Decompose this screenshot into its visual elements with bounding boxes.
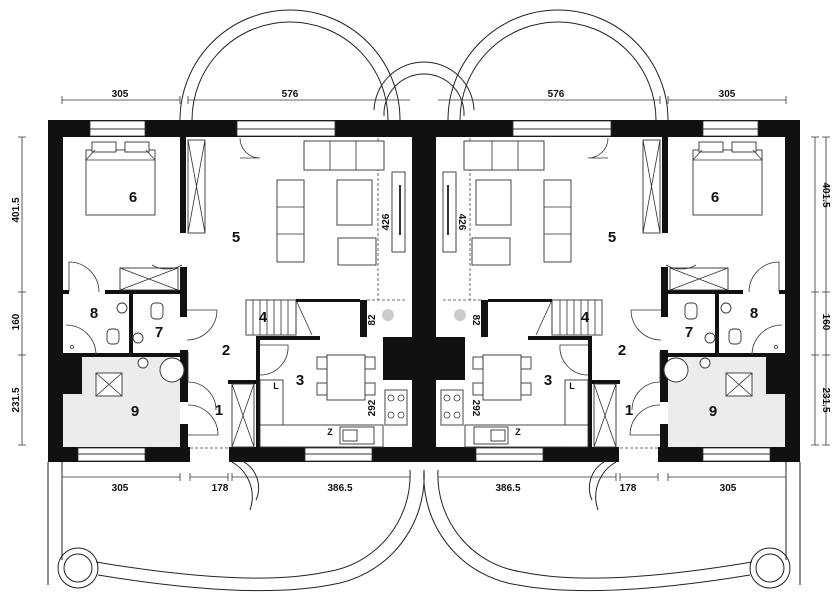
dim-living-depth: 426 bbox=[456, 214, 467, 231]
fridge-mark: L bbox=[569, 381, 575, 391]
sink-mark: Z bbox=[327, 427, 333, 437]
dim-top: 576 bbox=[548, 89, 565, 100]
fridge-mark: L bbox=[273, 381, 279, 391]
dim-bottom: 178 bbox=[212, 483, 229, 494]
right-room-labels: 1 2 3 4 5 6 7 8 9 L Z bbox=[515, 189, 758, 437]
room-6-label: 6 bbox=[129, 189, 137, 206]
room-9-label: 9 bbox=[709, 403, 717, 420]
dim-bottom: 305 bbox=[112, 483, 129, 494]
dim-stair-gap: 82 bbox=[367, 314, 378, 326]
room-5-label: 5 bbox=[232, 229, 240, 246]
dim-left: 160 bbox=[11, 313, 22, 330]
dim-right: 401.5 bbox=[820, 182, 831, 207]
room-4-label: 4 bbox=[581, 309, 590, 326]
dim-bottom: 386.5 bbox=[495, 483, 520, 494]
room-2-label: 2 bbox=[618, 342, 626, 359]
dim-living-depth: 426 bbox=[381, 213, 392, 230]
room-7-label: 7 bbox=[155, 324, 163, 341]
dim-top: 305 bbox=[112, 89, 129, 100]
room-3-label: 3 bbox=[544, 372, 552, 389]
room-9-label: 9 bbox=[131, 403, 139, 420]
room-8-label: 8 bbox=[750, 305, 758, 322]
dim-top: 576 bbox=[282, 89, 299, 100]
room-7-label: 7 bbox=[685, 324, 693, 341]
room-4-label: 4 bbox=[259, 309, 268, 326]
dim-bottom: 178 bbox=[620, 483, 637, 494]
right-unit bbox=[422, 9, 831, 592]
sink-mark: Z bbox=[515, 427, 521, 437]
left-unit bbox=[17, 9, 426, 592]
room-1-label: 1 bbox=[215, 402, 223, 419]
left-room-labels: 1 2 3 4 5 6 7 8 9 L Z bbox=[90, 189, 333, 437]
dim-left: 231.5 bbox=[11, 387, 22, 412]
right-dimension-line bbox=[811, 136, 819, 446]
dim-kitchen-depth: 292 bbox=[367, 399, 378, 416]
dim-right: 160 bbox=[820, 314, 831, 331]
room-3-label: 3 bbox=[296, 372, 304, 389]
room-5-label: 5 bbox=[608, 229, 616, 246]
room-1-label: 1 bbox=[625, 402, 633, 419]
dim-stair-gap: 82 bbox=[470, 314, 481, 326]
dimension-labels: 305 576 576 305 305 178 386.5 386.5 178 … bbox=[11, 89, 831, 494]
dim-bottom: 386.5 bbox=[327, 483, 352, 494]
room-6-label: 6 bbox=[711, 189, 719, 206]
dim-left: 401.5 bbox=[11, 197, 22, 222]
dim-kitchen-depth: 292 bbox=[470, 400, 481, 417]
dim-right: 231.5 bbox=[820, 387, 831, 412]
dim-bottom: 305 bbox=[720, 483, 737, 494]
dim-top: 305 bbox=[719, 89, 736, 100]
room-8-label: 8 bbox=[90, 305, 98, 322]
room-2-label: 2 bbox=[222, 342, 230, 359]
